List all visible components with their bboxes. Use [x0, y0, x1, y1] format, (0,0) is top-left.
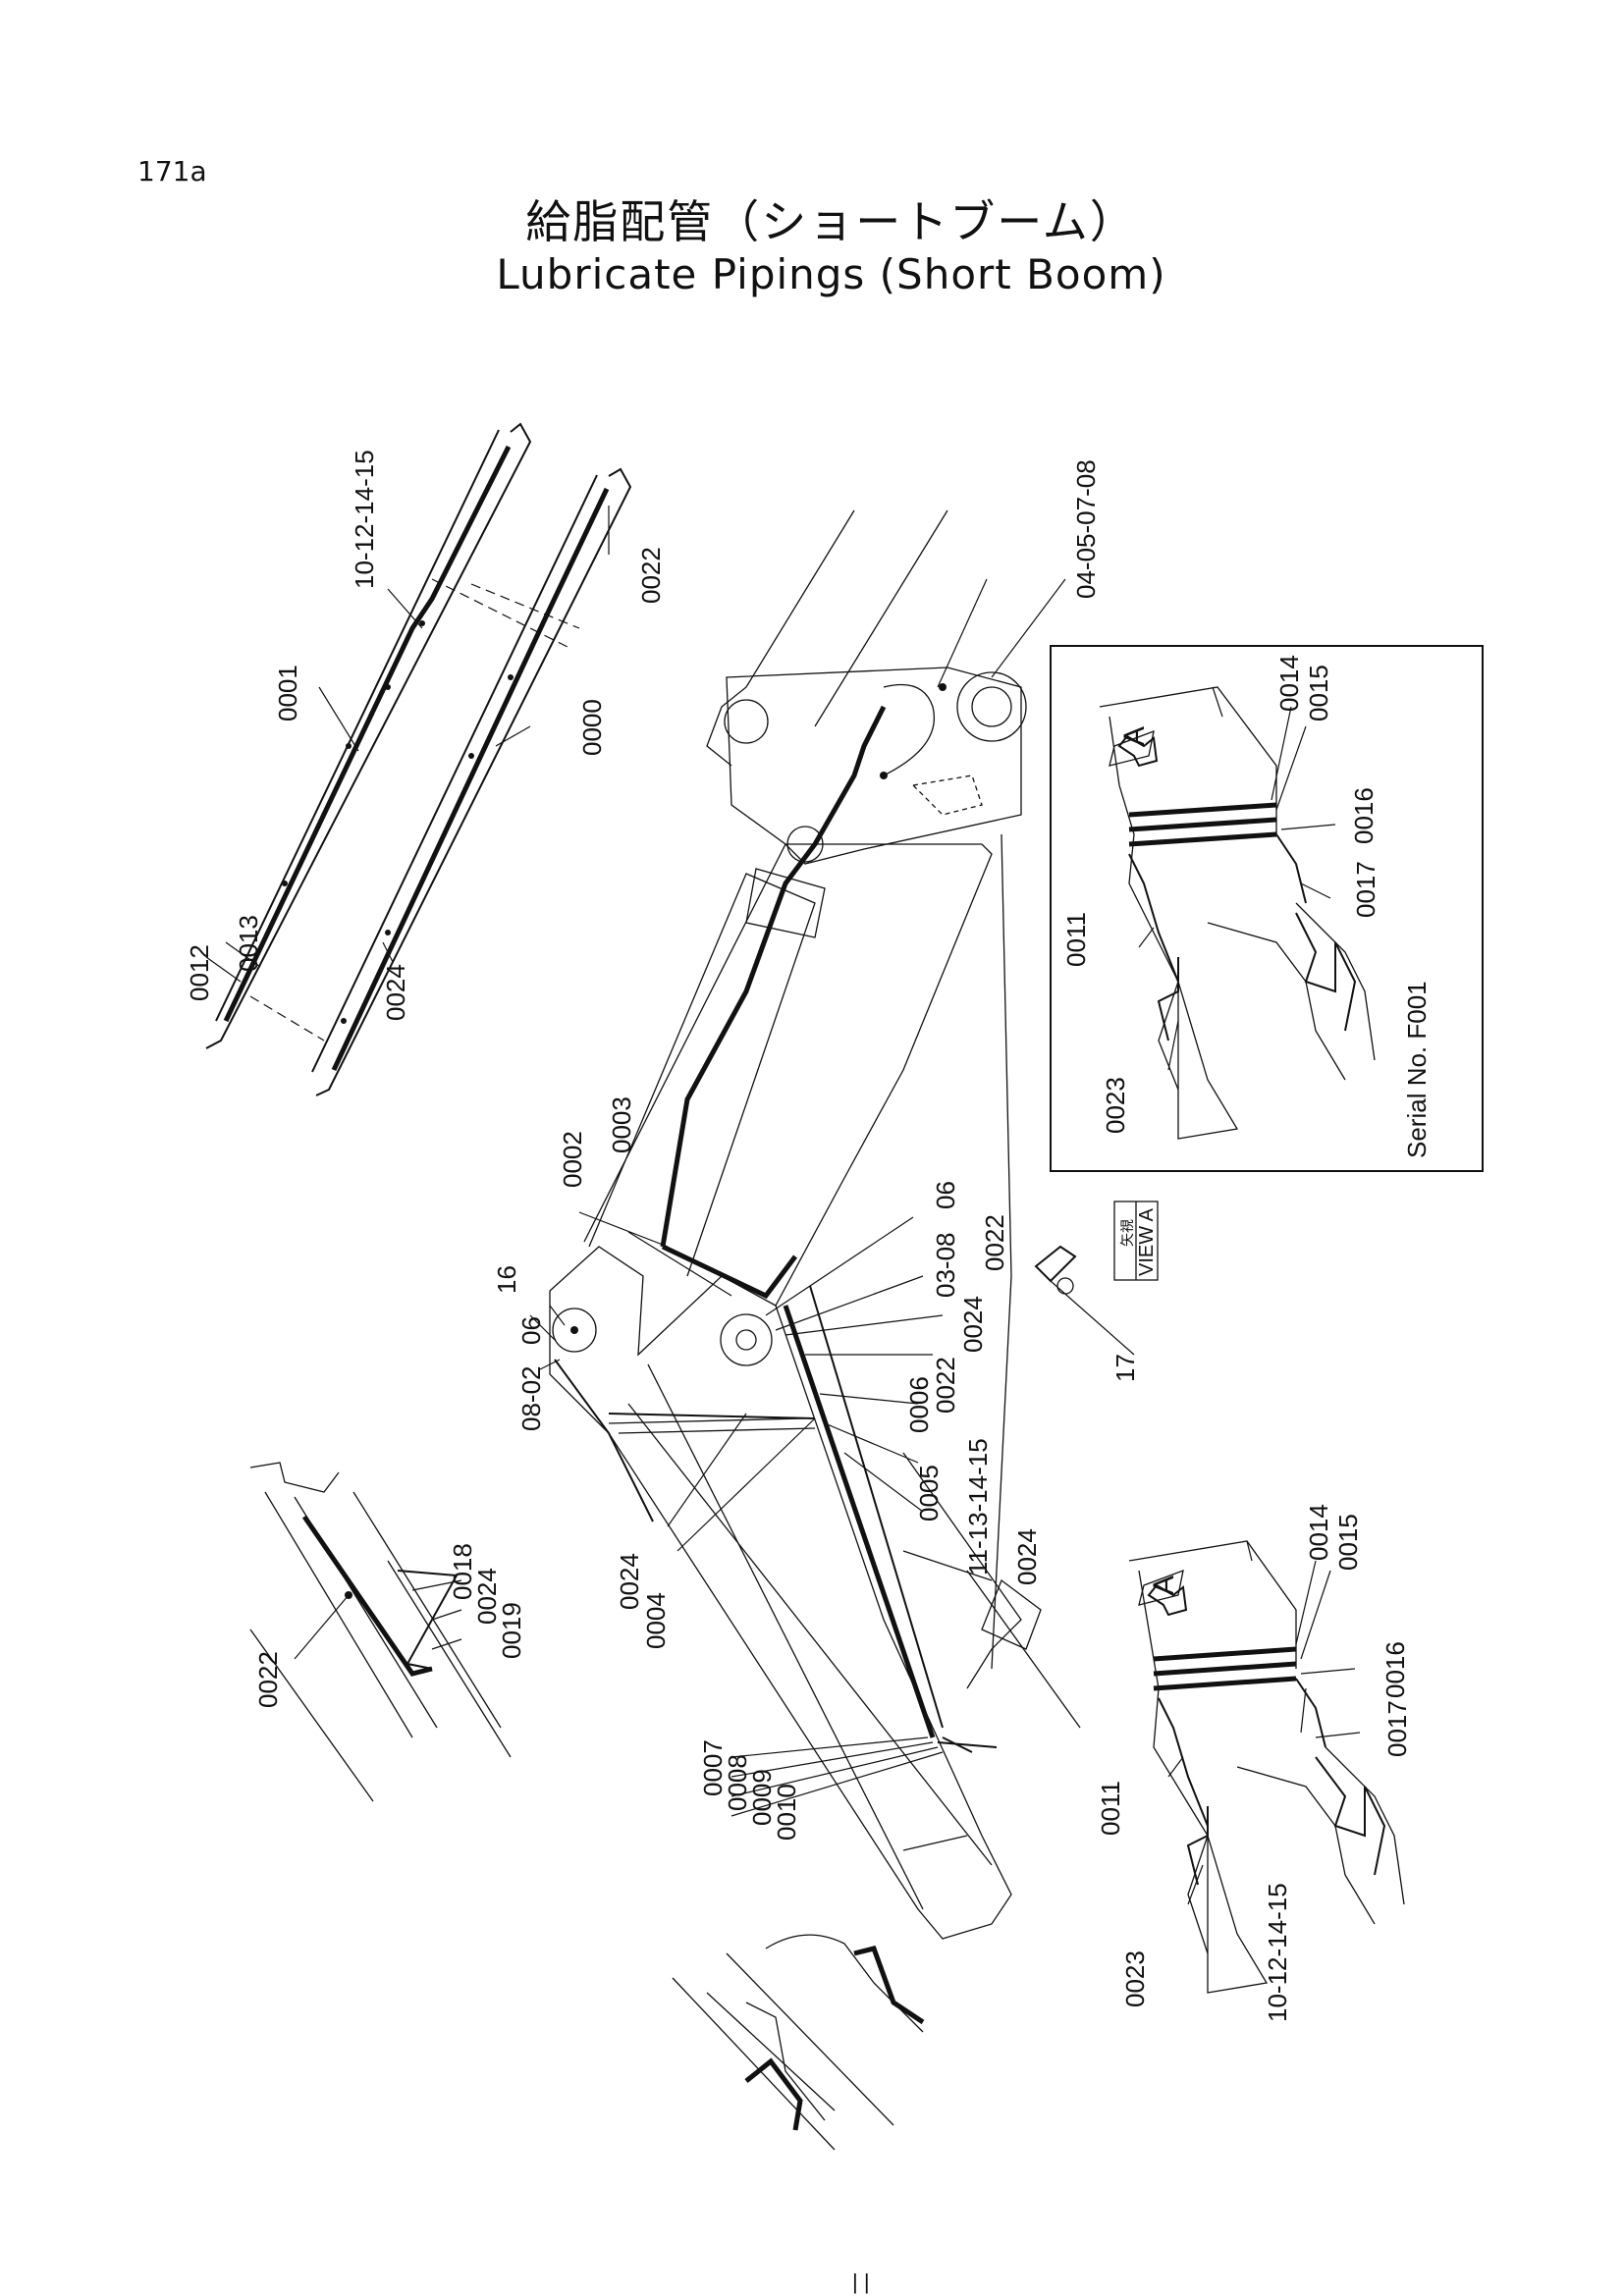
callout-0004: 0004	[641, 1592, 671, 1649]
callout-16: 16	[492, 1265, 521, 1294]
callout-0012: 0012	[185, 944, 214, 1001]
callout-0024-left: 0024	[615, 1553, 644, 1610]
page-title-english: Lubricate Pipings (Short Boom)	[496, 250, 1166, 298]
inset-bottom-callout-0017: 0017	[1382, 1700, 1412, 1757]
callout-0022-detail: 0022	[253, 1651, 283, 1708]
callout-17: 17	[1110, 1354, 1140, 1382]
boom-structure	[549, 509, 1081, 1940]
callout-0010: 0010	[772, 1784, 801, 1841]
page-number: 171a	[137, 155, 207, 187]
inset-top-labels: A 0014 0015 0016 0017 0011 0023 Serial N…	[1061, 655, 1432, 1158]
callout-0007: 0007	[698, 1739, 728, 1796]
callout-06-right: 06	[931, 1181, 960, 1209]
inset-top-callout-0016: 0016	[1349, 787, 1379, 844]
callout-0001: 0001	[273, 665, 302, 721]
inset-top-callout-0017: 0017	[1351, 861, 1380, 918]
inset-bottom-arrow-label: A	[1148, 1575, 1180, 1595]
inset-bottom-callout-0023: 0023	[1120, 1950, 1150, 2007]
callout-0000: 0000	[577, 699, 607, 756]
inset-bottom-callout-0011: 0011	[1096, 1781, 1125, 1836]
callout-0024-detail: 0024	[472, 1568, 502, 1625]
fitting-detail	[1034, 1245, 1135, 1356]
lube-pipe-runs	[554, 683, 998, 1753]
view-a-label: VIEW A	[1136, 1207, 1158, 1276]
callout-0005: 0005	[914, 1465, 944, 1522]
callout-0018: 0018	[448, 1543, 477, 1600]
callout-0022-top: 0022	[636, 547, 666, 604]
callout-0006: 0006	[904, 1376, 934, 1433]
callout-leaders	[529, 578, 1066, 1817]
callout-06-left: 06	[516, 1316, 546, 1345]
callout-0008: 0008	[723, 1754, 752, 1811]
inset-top-arrow-label: A	[1118, 726, 1151, 746]
view-a-arrows	[1117, 734, 1188, 1617]
inset-bottom-callout-10-12-14-15: 10-12-14-15	[1263, 1883, 1292, 2022]
callout-0002: 0002	[558, 1131, 587, 1188]
callout-0024-top: 0024	[381, 964, 410, 1021]
inset-top-callout-0014: 0014	[1274, 655, 1304, 712]
callout-08-02: 08-02	[516, 1366, 546, 1432]
callout-11-13-14-15: 11-13-14-15	[963, 1438, 993, 1575]
inset-bottom-callout-0014: 0014	[1304, 1504, 1333, 1561]
inset-bottom-callout-0015: 0015	[1333, 1514, 1363, 1571]
inset-top-callout-0015: 0015	[1304, 665, 1333, 721]
pipe-rail-detail	[205, 422, 632, 1096]
view-a-kanji: 矢視	[1119, 1219, 1135, 1247]
footer-mark: | |	[852, 2269, 870, 2294]
inset-top-serial: Serial No. F001	[1402, 981, 1432, 1158]
view-a-marker	[1113, 1201, 1159, 1281]
callout-0003: 0003	[607, 1096, 636, 1153]
inset-top-callout-0011: 0011	[1061, 912, 1091, 967]
callout-0022-mid: 0022	[980, 1214, 1009, 1271]
callout-04-05-07-08: 04-05-07-08	[1071, 459, 1101, 599]
callout-0009: 0009	[747, 1769, 777, 1826]
inset-bottom-labels: A 0014 0015 0016 0017 0011 0023 10-12-14…	[1096, 1504, 1412, 2022]
callout-0019: 0019	[497, 1602, 526, 1659]
boom-foot-detail	[672, 1934, 925, 2151]
callout-0024-mid2: 0024	[1012, 1528, 1042, 1585]
inset-top-view-a	[1050, 645, 1484, 1172]
callout-0024-mid: 0024	[958, 1296, 988, 1353]
lower-left-detail	[249, 1462, 512, 1802]
callout-0022-mid2: 0022	[931, 1357, 960, 1414]
callout-labels: 10-12-14-15 0022 0001 0000 0013 0012 002…	[185, 450, 1158, 1841]
callout-03-08: 03-08	[931, 1233, 960, 1299]
callout-10-12-14-15-top: 10-12-14-15	[350, 450, 379, 589]
callout-0013: 0013	[234, 915, 263, 972]
inset-bottom-view-a	[1128, 1540, 1405, 1994]
inset-bottom-callout-0016: 0016	[1380, 1641, 1410, 1698]
page-title-japanese: 給脂配管（ショートブーム）	[525, 195, 1137, 248]
inset-top-callout-0023: 0023	[1101, 1077, 1130, 1134]
